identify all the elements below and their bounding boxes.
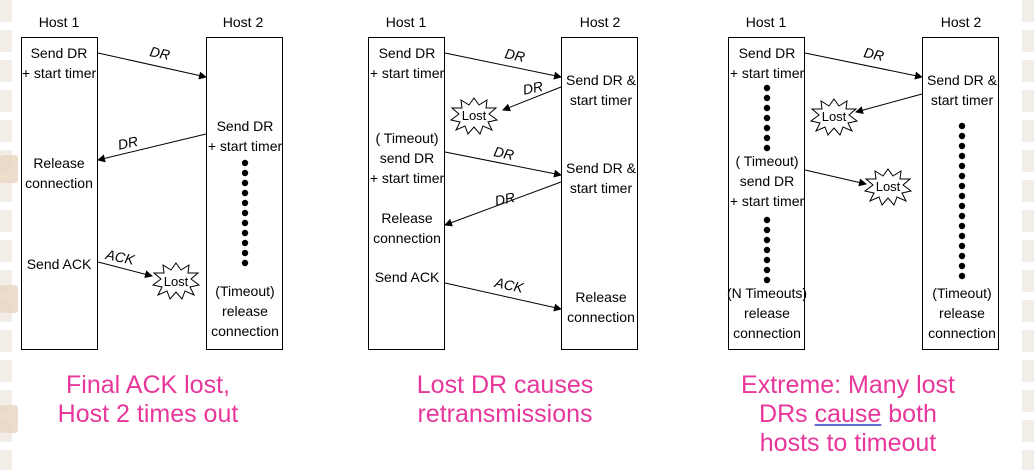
host2-timeout-release-text: (Timeout) release connection	[928, 285, 996, 341]
lost-starburst	[863, 168, 913, 206]
arrow-ack-to-lost	[97, 261, 153, 279]
timer-dots	[763, 84, 771, 284]
host1-timeline-box	[368, 37, 445, 350]
arrow-dr-host1-to-host2	[444, 52, 562, 80]
lost-label: Lost	[821, 109, 847, 124]
arrow-ack-host1-to-host2	[444, 282, 562, 312]
host1-timeline-box	[21, 37, 98, 350]
host2-release-text: Release connection	[567, 289, 635, 325]
lost-starburst	[151, 262, 201, 300]
right-edge-decoration	[1022, 0, 1034, 470]
host1-label: Host 1	[38, 14, 80, 30]
caption-panel3: Extreme: Many lost DRs cause both hosts …	[741, 371, 955, 458]
lost-label: Lost	[875, 179, 901, 194]
host1-send-dr-text: Send DR + start timer	[369, 45, 445, 81]
timer-dots	[958, 122, 966, 280]
caption-part: Extreme: Many lost DRs	[741, 371, 955, 428]
host2-label: Host 2	[222, 14, 264, 30]
arrow-dr-host1-to-host2	[444, 151, 562, 178]
host2-send-dr-text: Send DR & start timer	[565, 72, 637, 108]
host2-send-dr-text: Send DR + start timer	[207, 118, 283, 154]
arrow-dr-host1-to-host2	[804, 52, 923, 80]
host1-timeouts-release-text: (N Timeouts) release connection	[726, 285, 808, 341]
lost-label: Lost	[163, 274, 189, 289]
host2-timeout-text: (Timeout) release connection	[211, 283, 279, 339]
host1-release-text: Release connection	[25, 155, 93, 191]
left-stamp-decoration	[0, 405, 18, 433]
host1-timeout-send-dr-text: ( Timeout) send DR + start timer	[729, 153, 805, 209]
host2-label: Host 2	[940, 14, 982, 30]
left-stamp-decoration	[0, 285, 18, 313]
host2-send-dr-text: Send DR & start timer	[926, 72, 998, 108]
host1-label: Host 1	[385, 14, 427, 30]
host2-send-dr-text: Send DR & start timer	[565, 160, 637, 196]
left-edge-decoration	[0, 0, 12, 470]
timer-dots	[241, 159, 249, 267]
caption-panel1: Final ACK lost, Host 2 times out	[57, 371, 239, 428]
left-stamp-decoration	[0, 155, 18, 183]
arrow-dr-host2-to-host1	[97, 133, 207, 163]
arrow-dr-host1-to-lost	[804, 169, 867, 187]
host1-timeout-send-dr-text: ( Timeout) send DR + start timer	[369, 130, 445, 186]
host1-send-dr-text: Send DR + start timer	[21, 45, 97, 81]
lost-label: Lost	[461, 108, 487, 123]
arrow-dr-host2-to-lost	[855, 93, 923, 115]
arrow-dr-host2-to-host1	[444, 181, 562, 227]
lost-starburst	[809, 98, 859, 136]
arrow-dr-host1-to-host2	[97, 52, 207, 80]
caption-panel2: Lost DR causes retransmissions	[416, 371, 594, 428]
caption-underlined-word: cause	[814, 400, 882, 428]
caption-part: both hosts to timeout	[759, 400, 937, 457]
arrow-dr-host2-to-lost	[502, 86, 562, 112]
host1-send-ack-text: Send ACK	[26, 256, 92, 272]
host1-send-ack-text: Send ACK	[374, 269, 440, 285]
host2-label: Host 2	[579, 14, 621, 30]
host1-send-dr-text: Send DR + start timer	[729, 45, 805, 81]
host1-release-text: Release connection	[373, 210, 441, 246]
host1-label: Host 1	[745, 14, 787, 30]
lost-starburst	[449, 97, 499, 135]
host2-timeline-box	[561, 37, 638, 350]
